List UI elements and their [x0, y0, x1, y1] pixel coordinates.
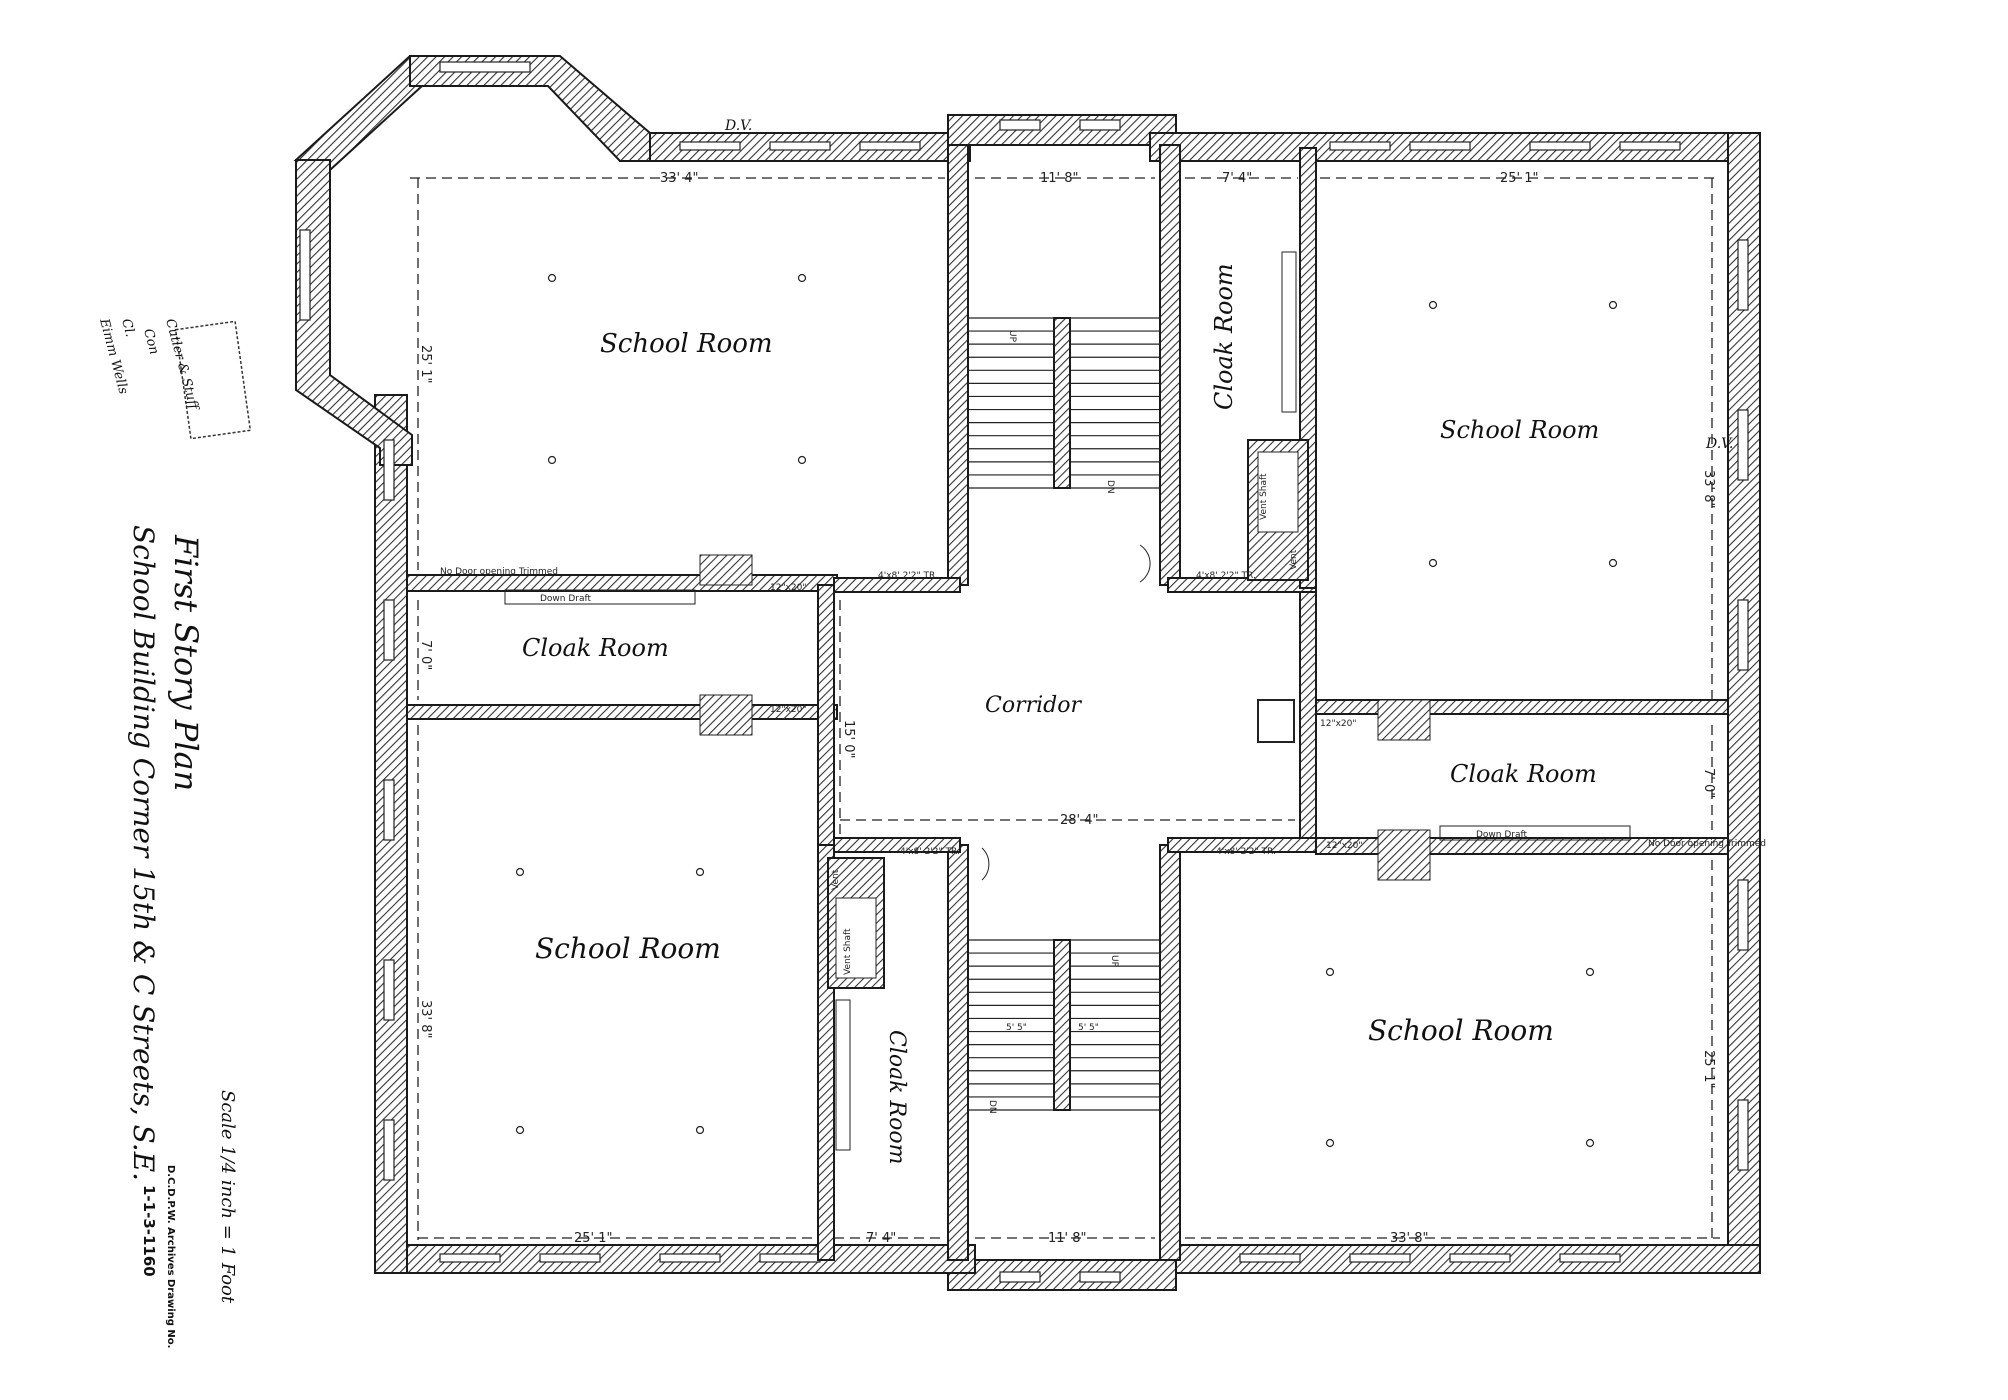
- dim-ne-width: 25' 1": [1500, 171, 1539, 186]
- note-vent-s: Vent: [831, 869, 841, 890]
- room-label-cloak-room-s: Cloak Room: [884, 1030, 909, 1164]
- dim-ne-height: 33' 8": [1701, 470, 1716, 509]
- note-down-draft-e: Down Draft: [1476, 830, 1528, 840]
- dim-stair-n-width: 11' 8": [1040, 171, 1079, 186]
- ceiling-points: [515, 273, 1618, 1148]
- dim-se-height: 25' 1": [1701, 1050, 1716, 1089]
- north-stair: [968, 317, 1160, 489]
- dim-corridor-width: 28' 4": [1060, 813, 1099, 828]
- note-down-draft-w: Down Draft: [540, 594, 592, 604]
- drawing-scale: Scale 1/4 inch = 1 Foot: [217, 1090, 238, 1304]
- archive-label: D.C.D.P.W. Archives Drawing No.: [165, 1165, 176, 1349]
- drawing-title: First Story Plan: [167, 535, 205, 792]
- chimney-marks: [699, 554, 1431, 881]
- note-door-a: 4'x8' 2'2" TR.: [878, 571, 938, 581]
- room-label-school-room-nw: School Room: [600, 329, 773, 359]
- dim-cloak-n-width: 7' 4": [1222, 171, 1252, 186]
- note-flue-c: 12"x20": [1320, 719, 1357, 729]
- corridor-box: [1257, 699, 1295, 743]
- dim-sw-width: 25' 1": [574, 1231, 613, 1246]
- dim-nw-height: 25' 1": [418, 345, 433, 384]
- dim-se-width: 33' 8": [1390, 1231, 1429, 1246]
- dim-corridor-height: 15' 0": [841, 720, 856, 759]
- dimension-lines: [410, 177, 1720, 1240]
- note-door-d: 4'x8' 2'2" TR.: [1216, 847, 1276, 857]
- note-door-nw: No Door opening Trimmed: [440, 567, 558, 577]
- note-dn-s: DN: [987, 1100, 997, 1114]
- note-vent-shaft-s: Vent Shaft: [843, 928, 853, 975]
- room-label-school-room-sw: School Room: [535, 932, 721, 965]
- stamp-line-4: Cutler & Stuff: [162, 317, 201, 414]
- margin-note-ne: D.V.: [1705, 436, 1733, 452]
- room-label-school-room-se: School Room: [1368, 1014, 1554, 1047]
- note-up-s: UP: [1109, 955, 1119, 968]
- dim-sw-height: 33' 8": [418, 1000, 433, 1039]
- note-flue-b: 12"x20": [770, 705, 807, 715]
- room-label-corridor: Corridor: [985, 693, 1082, 718]
- drawing-subtitle: School Building Corner 15th & C Streets,…: [127, 525, 160, 1182]
- room-label-school-room-ne: School Room: [1440, 416, 1599, 444]
- note-door-b: 4'x8' 2'2" TR.: [1196, 571, 1256, 581]
- stamp-line-2: Cl.: [118, 317, 137, 339]
- room-label-cloak-room-w: Cloak Room: [522, 634, 669, 662]
- south-stair: [968, 939, 1160, 1111]
- note-dn-n: DN: [1105, 480, 1115, 494]
- dim-stair-run-2: 5' 5": [1078, 1023, 1099, 1033]
- windows: [299, 61, 1749, 1283]
- note-flue-d: 12"x20": [1326, 841, 1363, 851]
- note-vent-shaft-n: Vent Shaft: [1259, 473, 1269, 520]
- approval-stamp: Eimm Wells Cl. Con Cutler & Stuff: [96, 316, 252, 440]
- margin-note-n: D.V.: [724, 118, 752, 134]
- cloak-rails: [504, 251, 1631, 1151]
- note-vent-n: Vent: [1289, 549, 1299, 570]
- exterior-walls: [293, 55, 1761, 1291]
- note-up-n: UP: [1007, 330, 1017, 343]
- note-door-se: No Door opening Trimmed: [1648, 839, 1766, 849]
- door-swings: [981, 544, 1151, 881]
- dim-stair-run-1: 5' 5": [1006, 1023, 1027, 1033]
- dim-stair-s-width: 11' 8": [1048, 1231, 1087, 1246]
- dim-cloak-w-height: 7' 0": [418, 640, 433, 670]
- stamp-line-3: Con: [140, 327, 161, 356]
- room-label-cloak-room-e: Cloak Room: [1450, 760, 1597, 788]
- room-label-cloak-room-n: Cloak Room: [1210, 263, 1238, 410]
- dim-nw-width: 33' 4": [660, 171, 699, 186]
- dim-cloak-e-height: 7' 0": [1701, 768, 1716, 798]
- note-flue-a: 12"x20": [770, 583, 807, 593]
- note-door-c: 4'x8' 2'2" TR.: [900, 847, 960, 857]
- drawing-number: 1-1-3-1160: [140, 1185, 158, 1277]
- dim-cloak-s-width: 7' 4": [866, 1231, 896, 1246]
